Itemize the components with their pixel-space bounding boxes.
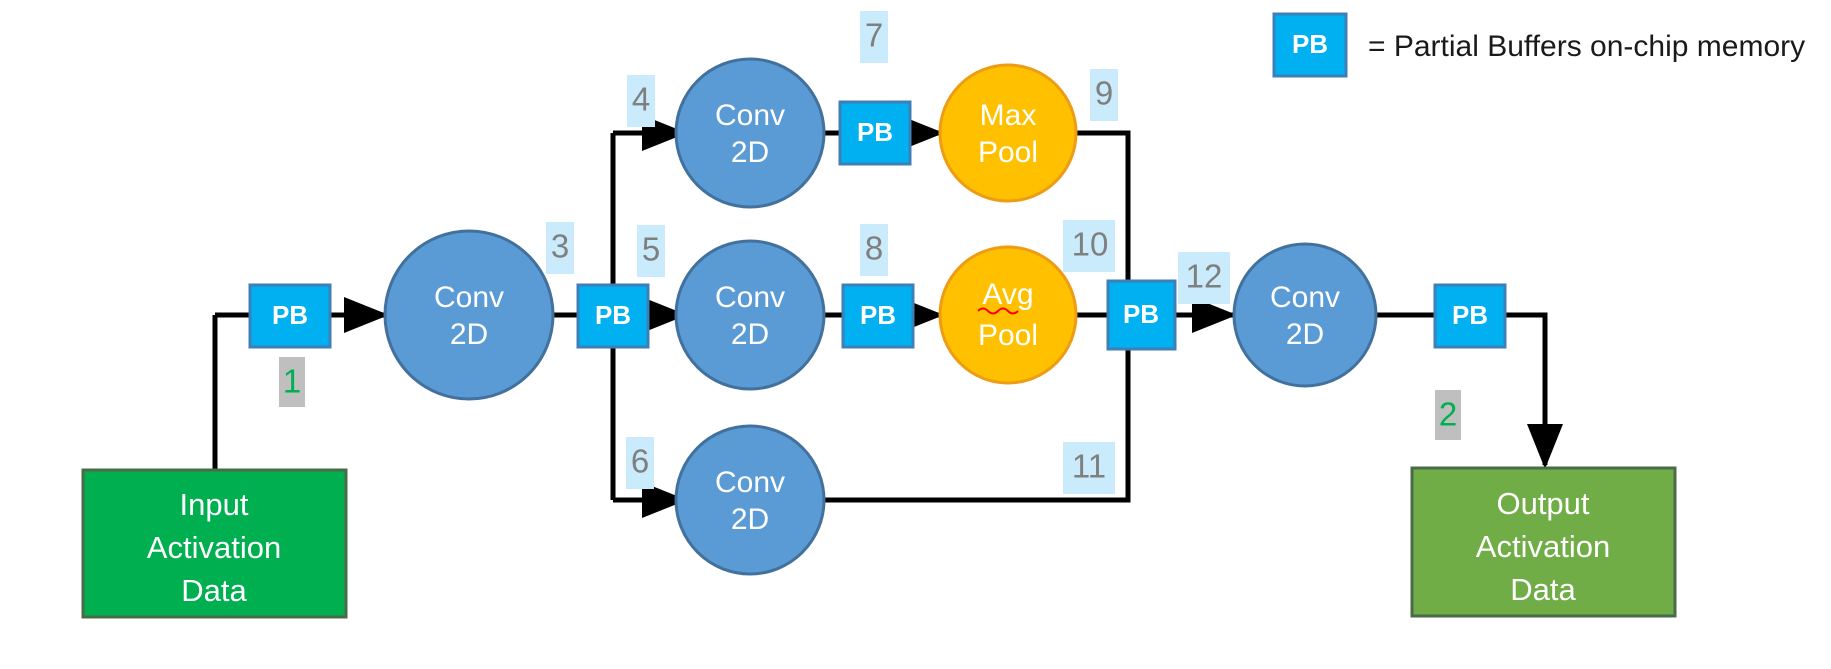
step-badge-10: 10 — [1063, 220, 1115, 272]
step-badge-7: 7 — [860, 11, 888, 63]
step-badge-3-bg — [546, 222, 574, 274]
pb-buffer-top-label: PB — [857, 117, 893, 147]
conv2d-top-line-2: 2D — [731, 136, 769, 169]
step-badge-7-bg — [860, 11, 888, 63]
conv2d-mid-line-2: 2D — [731, 318, 769, 351]
pb-layer: PB PB PB PB PB PB — [248, 100, 1507, 351]
conv2d-bottom-line-2: 2D — [731, 503, 769, 536]
step-badge-1-label: 1 — [283, 363, 301, 400]
output-box-line-3: Data — [1510, 572, 1576, 607]
step-badge-5: 5 — [637, 225, 665, 277]
conv2d-last-node[interactable] — [1232, 242, 1378, 388]
step-badge-9: 9 — [1090, 69, 1118, 121]
pb-buffer-split[interactable] — [576, 283, 650, 349]
step-number-layer: 1 2 3 4 5 6 7 — [279, 11, 1461, 494]
operator-layer: Conv 2D Conv 2D Conv 2D Conv 2D Max Pool… — [383, 57, 1378, 576]
step-badge-5-label: 5 — [642, 231, 660, 268]
pb-buffer-top[interactable] — [838, 100, 912, 166]
step-badge-11-bg — [1063, 442, 1115, 494]
pb-buffer-output[interactable] — [1433, 283, 1507, 349]
avg-pool-line-2: Pool — [978, 319, 1038, 352]
step-badge-8-label: 8 — [865, 230, 883, 267]
input-box-line-3: Data — [181, 573, 247, 608]
output-activation-box[interactable] — [1410, 466, 1677, 618]
output-box-line-2: Activation — [1476, 529, 1610, 564]
pb-buffer-output-label: PB — [1452, 300, 1488, 330]
input-box-line-1: Input — [180, 487, 249, 522]
max-pool-line-2: Pool — [978, 136, 1038, 169]
output-box-line-1: Output — [1496, 486, 1589, 521]
conv2d-mid-node[interactable] — [674, 239, 826, 391]
pb-buffer-mid-label: PB — [860, 300, 896, 330]
step-badge-3-label: 3 — [551, 228, 569, 265]
step-badge-8-bg — [860, 224, 888, 276]
step-badge-6: 6 — [626, 437, 654, 489]
step-badge-2-label: 2 — [1439, 396, 1457, 433]
pb-buffer-merge[interactable] — [1106, 279, 1177, 351]
pb-buffer-split-label: PB — [595, 300, 631, 330]
conv2d-bottom-line-1: Conv — [715, 466, 785, 499]
avg-pool-node[interactable] — [938, 245, 1078, 385]
step-badge-9-bg — [1090, 69, 1118, 121]
pb-buffer-input-label: PB — [272, 300, 308, 330]
step-badge-10-bg — [1063, 220, 1115, 272]
edge-convbottom-to-merge — [823, 315, 1131, 503]
io-layer: Input Activation Data Output Activation … — [81, 466, 1677, 619]
step-badge-11-label: 11 — [1072, 448, 1106, 485]
edge-maxpool-to-merge — [1072, 130, 1131, 315]
step-badge-5-bg — [637, 225, 665, 277]
input-activation-box[interactable] — [81, 468, 348, 619]
spellcheck-squiggle-icon — [977, 307, 1019, 315]
pb-buffer-merge-label: PB — [1123, 299, 1159, 329]
max-pool-node[interactable] — [938, 63, 1078, 203]
legend-description: = Partial Buffers on-chip memory — [1368, 30, 1805, 63]
conv2d-bottom-node[interactable] — [674, 424, 826, 576]
step-badge-1: 1 — [279, 357, 305, 407]
conv2d-mid-line-1: Conv — [715, 281, 785, 314]
step-badge-6-bg — [626, 437, 654, 489]
max-pool-line-1: Max — [980, 99, 1037, 132]
legend-pb-swatch — [1272, 12, 1348, 78]
step-badge-6-label: 6 — [631, 443, 649, 480]
step-badge-4-label: 4 — [632, 81, 650, 118]
step-badge-8: 8 — [860, 224, 888, 276]
conv2d-first-node[interactable] — [383, 229, 555, 401]
pb-buffer-input[interactable] — [248, 283, 332, 349]
conv2d-first-line-1: Conv — [434, 281, 504, 314]
step-badge-12-bg — [1178, 252, 1230, 304]
edge-pb-out-to-output — [1505, 312, 1563, 470]
step-badge-4: 4 — [627, 75, 655, 127]
step-badge-2: 2 — [1435, 390, 1461, 440]
step-badge-3: 3 — [546, 222, 574, 274]
step-badge-1-bg — [279, 357, 305, 407]
conv2d-first-line-2: 2D — [450, 318, 488, 351]
step-badge-4-bg — [627, 75, 655, 127]
step-badge-11: 11 — [1063, 442, 1115, 494]
legend: PB = Partial Buffers on-chip memory — [1272, 12, 1805, 78]
step-badge-7-label: 7 — [865, 17, 883, 54]
step-badge-2-bg — [1435, 390, 1461, 440]
step-badge-12-label: 12 — [1186, 258, 1223, 295]
step-badge-10-label: 10 — [1072, 226, 1109, 263]
avg-pool-line-1: Avg — [982, 278, 1033, 311]
step-badge-12: 12 — [1178, 252, 1230, 304]
conv2d-last-line-2: 2D — [1286, 318, 1324, 351]
input-box-line-2: Activation — [147, 530, 281, 565]
legend-pb-swatch-label: PB — [1292, 29, 1328, 59]
pb-buffer-mid[interactable] — [841, 283, 915, 349]
step-badge-9-label: 9 — [1095, 75, 1113, 112]
conv2d-last-line-1: Conv — [1270, 281, 1340, 314]
conv2d-top-node[interactable] — [674, 57, 826, 209]
conv2d-top-line-1: Conv — [715, 99, 785, 132]
